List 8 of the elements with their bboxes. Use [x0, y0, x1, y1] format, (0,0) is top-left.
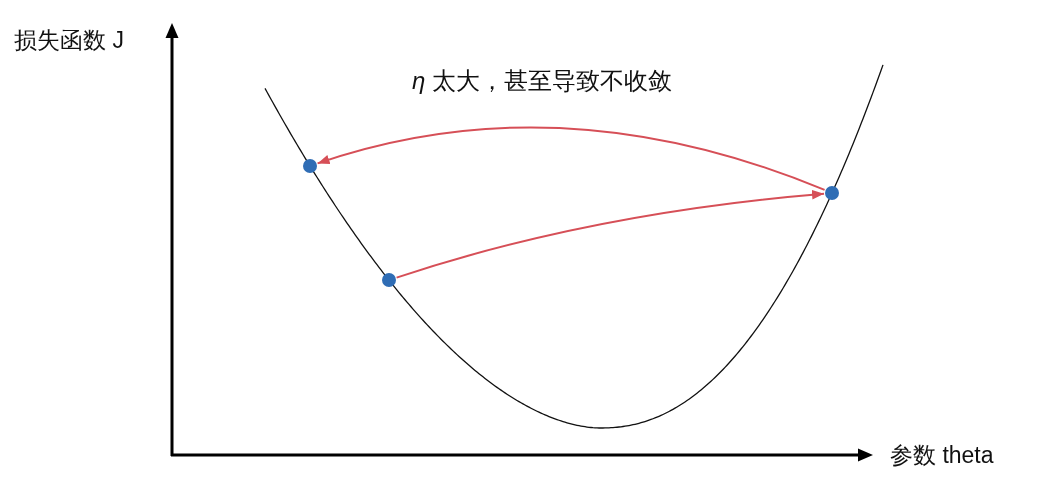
annotation-text: η 太大，甚至导致不收敛	[412, 68, 672, 95]
data-point	[825, 186, 839, 200]
axis-label: 参数 theta	[890, 443, 994, 469]
data-point	[303, 159, 317, 173]
arrow	[395, 189, 826, 279]
data-point	[382, 273, 396, 288]
arrow	[316, 126, 826, 191]
axis-label: 损失函数 J	[14, 28, 124, 54]
